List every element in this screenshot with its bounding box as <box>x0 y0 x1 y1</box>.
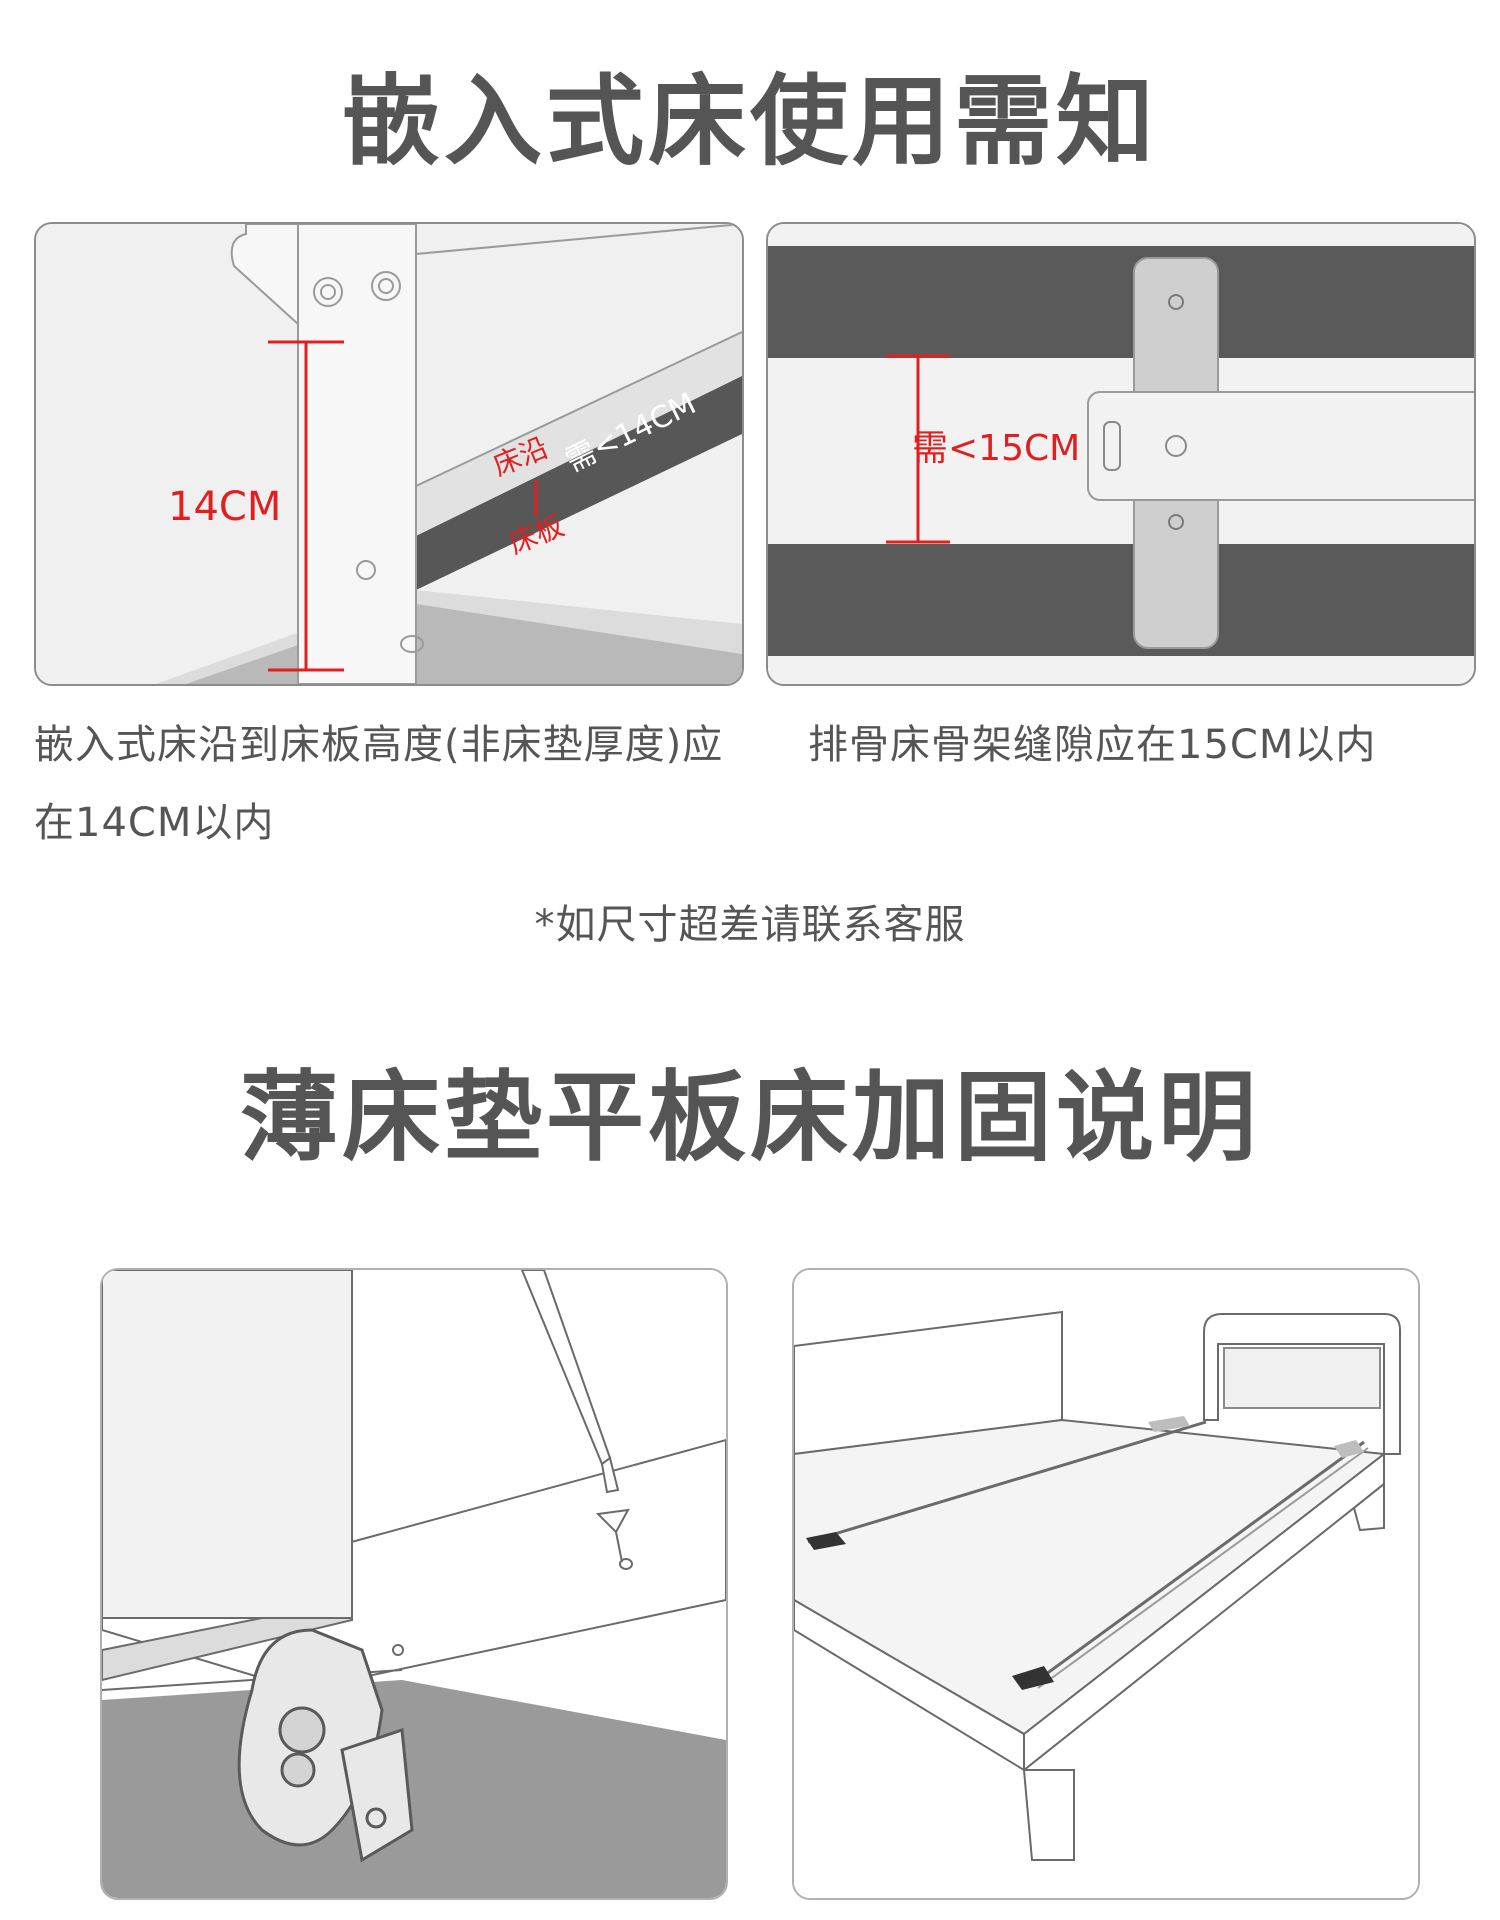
embedded-bed-illustration: 14CM 床沿 床板 需<14CM <box>36 224 742 684</box>
slatted-bed-illustration: 需<15CM <box>768 224 1474 684</box>
screw-fixing-drawing <box>102 1270 726 1898</box>
caption-slatted-bed: 排骨床骨架缝隙应在15CM以内 <box>808 722 1377 768</box>
gap-measure-label: 需<15CM <box>912 428 1080 469</box>
height-measure-label: 14CM <box>168 484 281 530</box>
contact-service-note: *如尺寸超差请联系客服 <box>534 902 966 948</box>
section-title-embedded-bed: 嵌入式床使用需知 <box>341 65 1158 179</box>
embedded-bed-diagram: 14CM 床沿 床板 需<14CM <box>34 222 744 686</box>
slatted-bed-diagram: 需<15CM <box>766 222 1476 686</box>
caption-embedded-bed: 嵌入式床沿到床板高度(非床垫厚度)应在14CM以内 <box>34 722 724 846</box>
screw-fixing-illustration <box>100 1268 728 1900</box>
flat-bed-reinforcement-illustration <box>792 1268 1420 1900</box>
flat-bed-drawing <box>794 1270 1418 1898</box>
section-title-reinforcement: 薄床垫平板床加固说明 <box>239 1061 1260 1175</box>
